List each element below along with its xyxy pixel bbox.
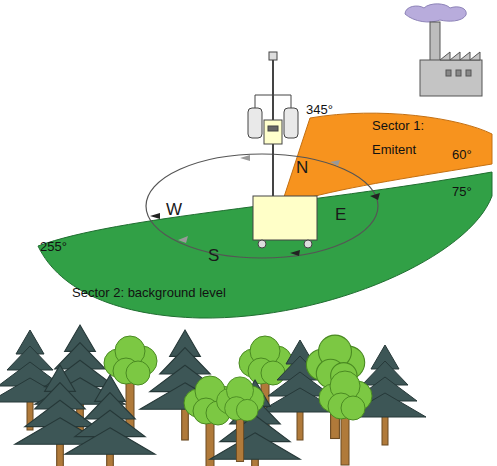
sector-name: Sector 1: Emitent	[372, 114, 436, 162]
compass-direction: E	[335, 207, 346, 222]
conifer-tree	[140, 330, 230, 440]
angle-label: 345°	[306, 102, 333, 117]
background-sector-label: Sector 2: background level	[72, 281, 230, 305]
factory	[420, 22, 482, 96]
deciduous-tree	[319, 371, 372, 465]
emitent-sector-label: Sector 1: Emitent	[372, 114, 440, 162]
trees	[0, 325, 426, 466]
measurement-station	[248, 52, 317, 248]
compass-direction: W	[166, 202, 182, 217]
emitent-sector	[283, 113, 492, 200]
compass-direction: N	[296, 160, 308, 175]
conifer-tree	[65, 375, 155, 466]
background-sector	[38, 172, 492, 318]
smoke-cloud	[405, 4, 466, 22]
conifer-tree	[210, 380, 300, 466]
compass-direction: S	[208, 248, 219, 263]
angle-label: 255°	[40, 239, 67, 254]
angle-label: 75°	[452, 184, 472, 199]
angle-label: 60°	[452, 147, 472, 162]
compass-ticks	[178, 160, 340, 243]
sector-name: Sector 2: background level	[72, 281, 230, 305]
deciduous-tree	[306, 335, 364, 438]
compass-markers	[150, 155, 380, 256]
deciduous-tree	[217, 377, 265, 462]
compass-ellipse	[146, 154, 378, 258]
